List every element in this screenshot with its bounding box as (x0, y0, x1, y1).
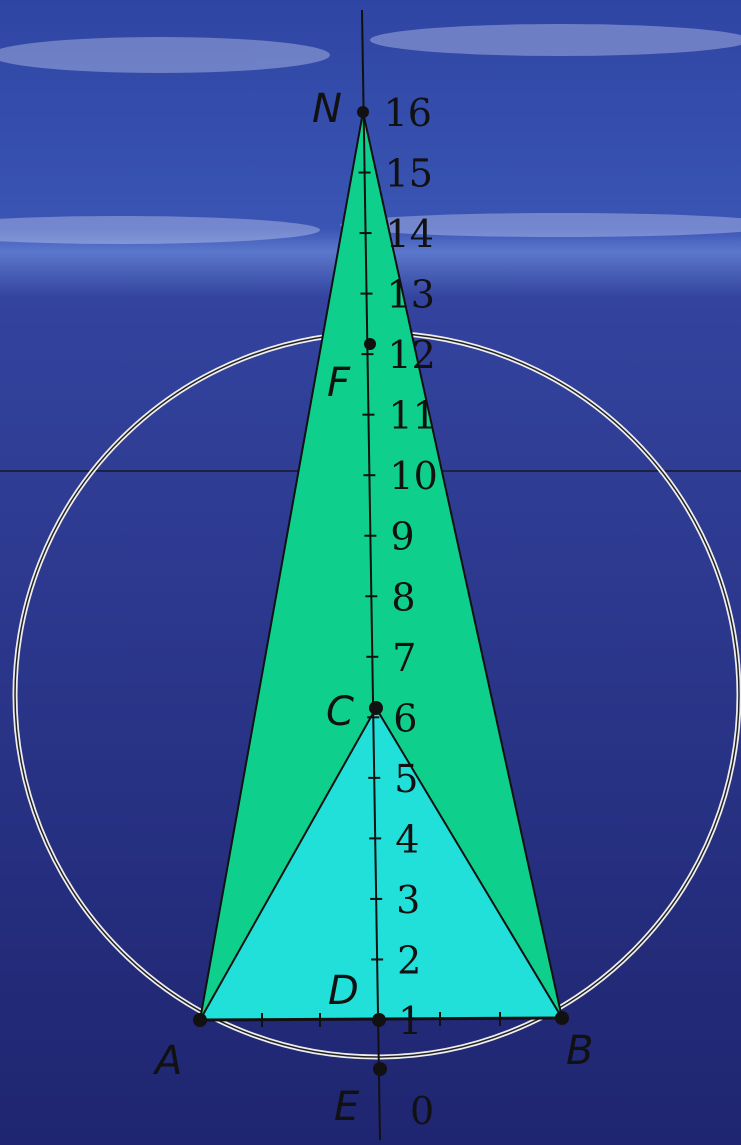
clouds (0, 24, 741, 244)
axis-number-3: 3 (396, 878, 420, 922)
axis-number-9: 9 (390, 515, 414, 559)
label-F: F (327, 360, 351, 406)
label-D: D (328, 968, 359, 1014)
central-axis (361, 9, 381, 1141)
label-N: N (312, 86, 342, 132)
point-A (193, 1013, 207, 1027)
points (193, 106, 569, 1076)
axis-number-10: 10 (389, 454, 437, 498)
point-E (373, 1062, 387, 1076)
point-B (555, 1011, 569, 1025)
axis-number-2: 2 (397, 938, 421, 982)
point-F (364, 338, 376, 350)
axis-number-12: 12 (387, 333, 435, 377)
axis-number-15: 15 (385, 152, 433, 196)
axis-ticks (358, 171, 385, 1021)
point-N (357, 106, 369, 118)
axis-number-8: 8 (391, 575, 415, 619)
label-C: C (326, 689, 354, 735)
label-A: A (152, 1038, 182, 1084)
axis-number-6: 6 (393, 696, 417, 740)
axis-number-11: 11 (388, 394, 436, 438)
axis-number-1: 1 (398, 999, 422, 1043)
label-E: E (334, 1084, 360, 1130)
axis-number-0: 0 (410, 1089, 434, 1133)
label-B: B (566, 1028, 593, 1074)
base-ticks (261, 1012, 501, 1027)
point-C (369, 701, 383, 715)
axis-number-13: 13 (387, 273, 435, 317)
axis-number-16: 16 (384, 91, 432, 135)
axis-number-7: 7 (392, 636, 416, 680)
axis-number-14: 14 (386, 212, 434, 256)
axis-number-5: 5 (394, 757, 418, 801)
axis-number-4: 4 (395, 817, 419, 861)
point-D (372, 1013, 386, 1027)
point-labels: N F C D A B E (152, 86, 593, 1130)
